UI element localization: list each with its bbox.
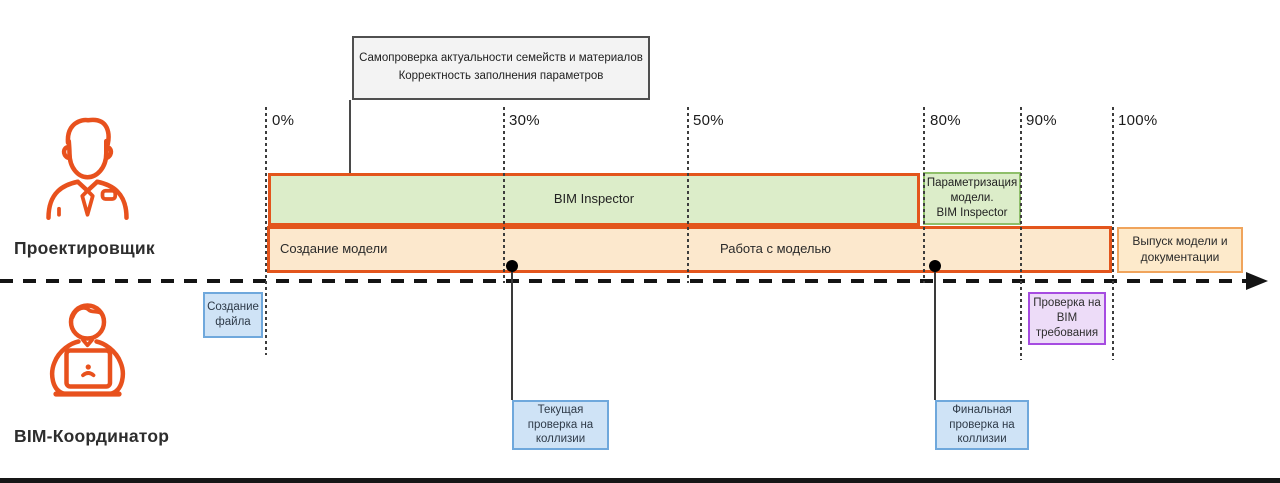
file-creation-box: Создание файла [203,292,263,338]
milestone-line-50pct [687,107,689,283]
milestone-line-90pct [1020,107,1022,360]
milestone-line-100pct [1112,107,1114,360]
designer-bust-icon [46,117,129,220]
milestone-label-90pct: 90% [1026,112,1057,129]
current-clash-check-box: Текущая проверка на коллизии [512,400,609,450]
model-work-label: Работа с моделью [720,241,831,257]
milestone-line-80pct [923,107,925,283]
model-work-bar: Создание модели Работа с моделью [267,226,1112,273]
milestone-line-30pct [503,107,505,283]
bottom-window-edge [0,478,1280,483]
parametrization-box: Параметризация модели. BIM Inspector [923,172,1021,225]
milestone-label-0pct: 0% [272,112,295,129]
bim-requirements-check-box: Проверка на BIM требования [1028,292,1106,345]
model-creation-label: Создание модели [280,241,388,257]
milestone-label-50pct: 50% [693,112,724,129]
self-check-callout: Самопроверка актуальности семейств и мат… [352,36,650,100]
current-clash-connector [511,266,513,400]
bim-inspector-bar-label: BIM Inspector [553,191,635,207]
callout-leader-line [349,100,351,174]
milestone-label-100pct: 100% [1118,112,1158,129]
milestone-label-80pct: 80% [930,112,961,129]
designer-label: Проектировщик [14,238,155,258]
person-at-laptop-icon [50,303,125,397]
milestone-dot-80pct [929,260,941,272]
final-clash-connector [934,266,936,400]
model-release-box: Выпуск модели и документации [1117,227,1243,273]
milestone-dot-30pct [506,260,518,272]
timeline-arrowhead [1246,272,1268,290]
milestone-label-30pct: 30% [509,112,540,129]
timeline-dashed-axis [0,279,1248,283]
final-clash-check-box: Финальная проверка на коллизии [935,400,1029,450]
milestone-line-0pct [265,107,267,355]
coordinator-label: BIM-Координатор [14,426,170,446]
bim-inspector-bar: BIM Inspector [268,173,920,226]
